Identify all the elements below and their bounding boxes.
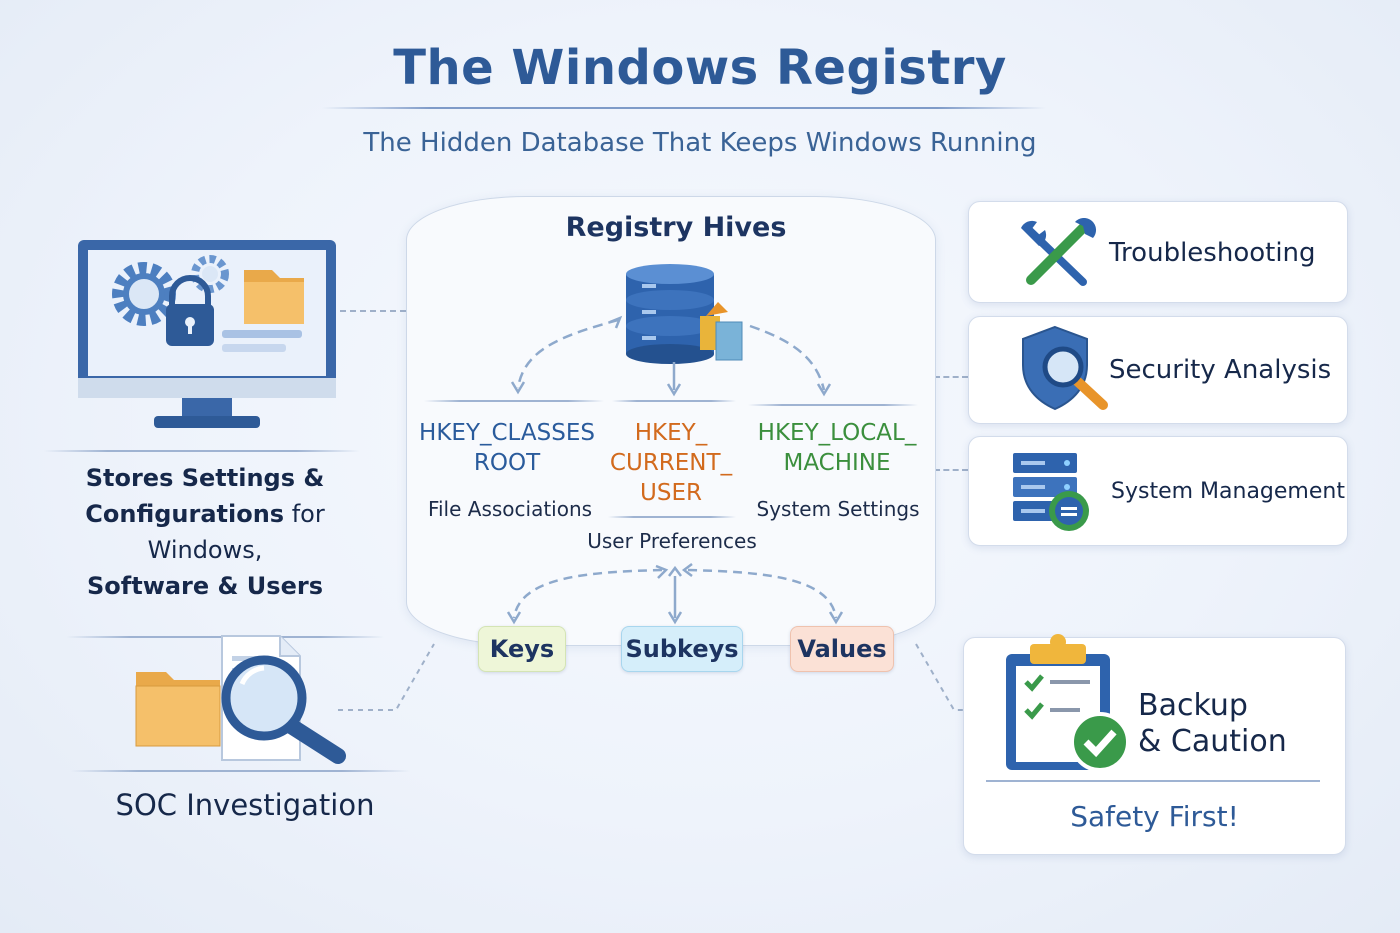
keys-pill: Keys [478, 626, 566, 672]
hive-hkey-current-user: HKEY_ CURRENT_ USER [600, 418, 742, 508]
magnifier-icon [221, 655, 346, 764]
hive-name-line1: HKEY_CLASSES [419, 420, 595, 446]
backup-caution-card: Backup & Caution Safety First! [963, 634, 1346, 855]
connector-security [934, 376, 968, 378]
folder-icon [244, 270, 304, 324]
monitor-settings-illustration [78, 240, 336, 428]
soc-investigation-label: SOC Investigation [115, 788, 375, 822]
hive-description: User Preferences [587, 529, 757, 553]
system-management-card: System Management [968, 436, 1348, 546]
page-subtitle: The Hidden Database That Keeps Windows R… [363, 128, 1037, 158]
hive-name-line1: HKEY_ [634, 420, 708, 446]
page-title: The Windows Registry [393, 40, 1007, 96]
component-arrows [506, 563, 844, 625]
hive-hkey-classes-root: HKEY_CLASSES ROOT [412, 418, 602, 478]
hive-name-line2: MACHINE [783, 450, 891, 476]
values-pill: Values [790, 626, 894, 672]
security-analysis-label: Security Analysis [1109, 355, 1332, 385]
hive-arrows [510, 315, 832, 397]
hive-rule-4 [608, 516, 736, 518]
lock-icon [166, 275, 214, 346]
safety-first-label: Safety First! [1070, 800, 1239, 833]
clipboard-check-icon [1006, 634, 1130, 772]
left-divider [44, 450, 360, 452]
troubleshooting-label: Troubleshooting [1109, 238, 1316, 268]
registry-hives-title: Registry Hives [565, 212, 787, 243]
folder-icon [135, 672, 221, 747]
settings-caption-line2: Configurations for Windows, [30, 496, 380, 568]
hive-rule-2 [612, 400, 736, 402]
backup-title-line2: & Caution [1138, 724, 1287, 759]
backup-divider [986, 780, 1320, 782]
system-management-label: System Management [1111, 479, 1345, 504]
shield-magnifier-icon [1022, 325, 1108, 411]
settings-caption: Stores Settings & Configurations for Win… [30, 460, 380, 604]
hive-description: File Associations [427, 497, 593, 521]
hive-rule-3 [748, 404, 918, 406]
tools-icon [1021, 218, 1097, 286]
settings-caption-light: for Windows, [147, 500, 325, 564]
security-analysis-card: Security Analysis [968, 316, 1348, 424]
soc-bottom-rule [70, 770, 410, 772]
database-icon [626, 264, 743, 364]
soc-investigation-illustration [135, 635, 346, 764]
hive-rule-1 [424, 400, 604, 402]
connector-system [934, 469, 968, 471]
backup-title-line1: Backup [1138, 688, 1248, 723]
server-icon [1013, 453, 1089, 531]
settings-caption-line3: Software & Users [87, 572, 323, 600]
troubleshooting-card: Troubleshooting [968, 201, 1348, 303]
settings-caption-line1: Stores Settings & [85, 464, 325, 492]
hive-hkey-local-machine: HKEY_LOCAL_ MACHINE [748, 418, 926, 478]
hive-name-line3: USER [640, 480, 702, 506]
title-divider [322, 107, 1046, 109]
hive-name-line2: ROOT [473, 450, 541, 476]
connector-settings [340, 310, 406, 312]
hive-name-line1: HKEY_LOCAL_ [757, 420, 917, 446]
hive-description: System Settings [756, 497, 920, 521]
settings-caption-bold: Configurations [85, 500, 285, 528]
gear-small-icon [191, 255, 229, 293]
hive-name-line2: CURRENT_ [609, 450, 733, 476]
subkeys-pill: Subkeys [621, 626, 743, 672]
backup-title: Backup & Caution [1138, 688, 1287, 760]
